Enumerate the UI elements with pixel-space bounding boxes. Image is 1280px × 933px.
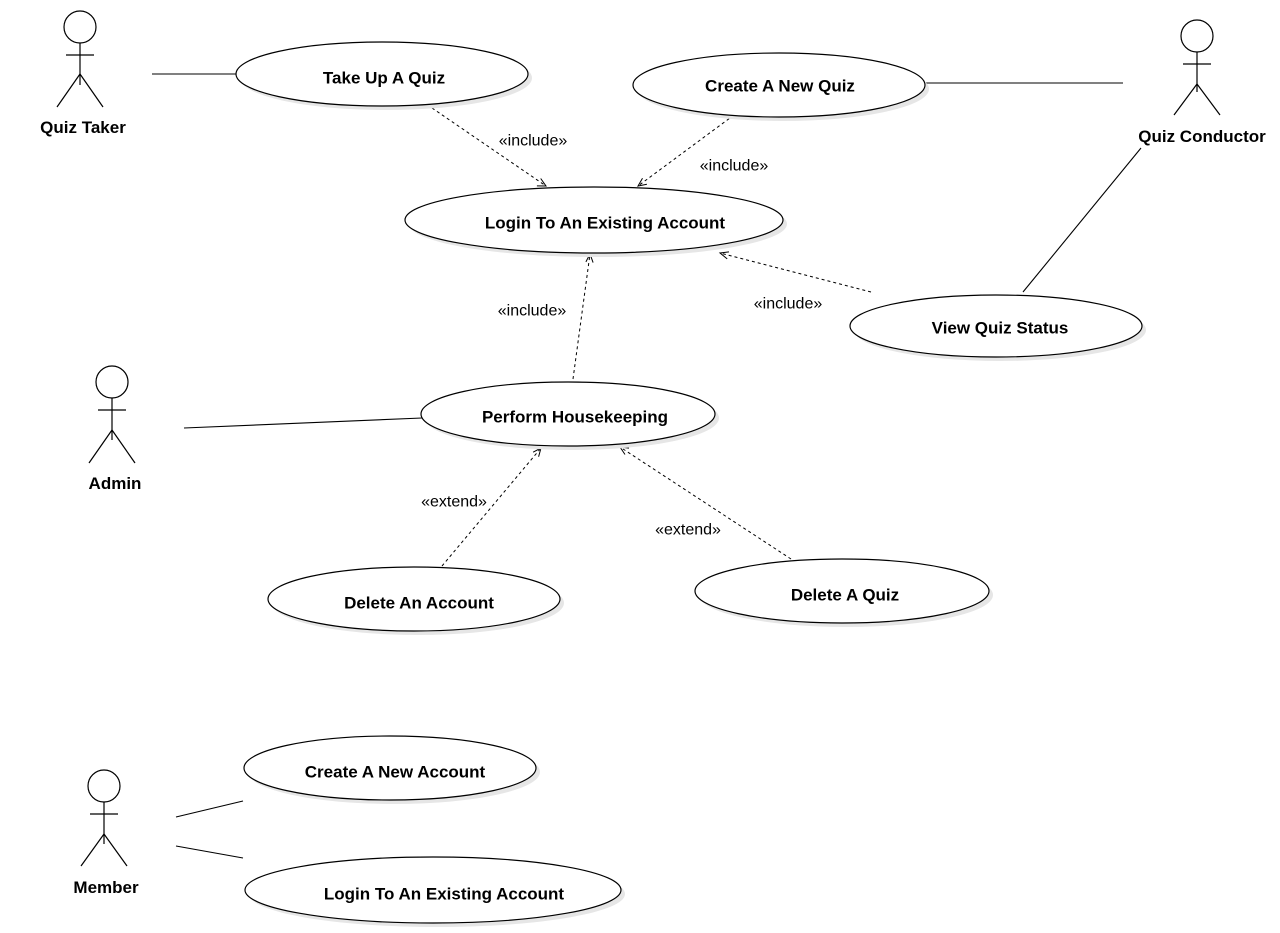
extend-label-delete-quiz: «extend» [655, 522, 721, 539]
include-label-create-quiz: «include» [700, 158, 769, 175]
svg-text:Login To An Existing Account: Login To An Existing Account [485, 214, 726, 233]
use-case-perform-housekeeping[interactable]: Perform Housekeeping [420, 381, 719, 450]
assoc-member-login [175, 845, 244, 859]
actor-member[interactable]: Member [73, 769, 139, 897]
include-label-housekeeping: «include» [498, 303, 567, 320]
stick-figure-icon [80, 769, 128, 867]
use-case-create-new-quiz[interactable]: Create A New Quiz [632, 52, 929, 121]
actor-quiz-conductor[interactable]: Quiz Conductor [1138, 19, 1266, 146]
stick-figure-icon [1173, 19, 1221, 116]
assoc-member-create-account [175, 800, 244, 818]
svg-text:Login To An Existing Account: Login To An Existing Account [324, 885, 565, 904]
actor-label-quiz-conductor: Quiz Conductor [1138, 127, 1266, 146]
use-case-login-existing-account[interactable]: Login To An Existing Account [404, 186, 787, 257]
svg-text:Perform Housekeeping: Perform Housekeeping [482, 408, 668, 427]
actor-label-admin: Admin [89, 474, 142, 493]
svg-text:Create A New Quiz: Create A New Quiz [705, 77, 855, 96]
include-label-view-status: «include» [754, 296, 823, 313]
actor-quiz-taker[interactable]: Quiz Taker [40, 10, 126, 137]
assoc-conductor-view-status [1022, 147, 1142, 293]
assoc-admin-housekeeping [183, 417, 423, 429]
svg-text:Delete A Quiz: Delete A Quiz [791, 586, 899, 605]
extend-delete-quiz-to-housekeeping [618, 446, 792, 560]
include-take-quiz-to-login [431, 107, 547, 187]
stick-figure-icon [56, 10, 104, 108]
include-housekeeping-to-login [572, 252, 594, 380]
svg-text:View Quiz Status: View Quiz Status [932, 319, 1069, 338]
svg-text:Delete An Account: Delete An Account [344, 594, 494, 613]
svg-text:Create A New Account: Create A New Account [305, 763, 486, 782]
stick-figure-icon [88, 365, 136, 464]
extend-label-delete-account: «extend» [421, 494, 487, 511]
use-case-view-quiz-status[interactable]: View Quiz Status [849, 294, 1146, 361]
use-case-delete-quiz[interactable]: Delete A Quiz [694, 558, 993, 627]
use-case-take-up-quiz[interactable]: Take Up A Quiz [235, 41, 532, 110]
svg-text:Take Up A Quiz: Take Up A Quiz [323, 69, 445, 88]
include-create-quiz-to-login [637, 114, 735, 187]
use-case-delete-account[interactable]: Delete An Account [267, 566, 564, 635]
include-view-status-to-login [718, 251, 872, 293]
use-case-create-new-account[interactable]: Create A New Account [243, 735, 540, 804]
actor-admin[interactable]: Admin [88, 365, 142, 493]
actor-label-member: Member [73, 878, 139, 897]
include-label-take-quiz: «include» [499, 133, 568, 150]
actor-label-quiz-taker: Quiz Taker [40, 118, 126, 137]
use-case-member-login-existing-account[interactable]: Login To An Existing Account [244, 856, 625, 927]
